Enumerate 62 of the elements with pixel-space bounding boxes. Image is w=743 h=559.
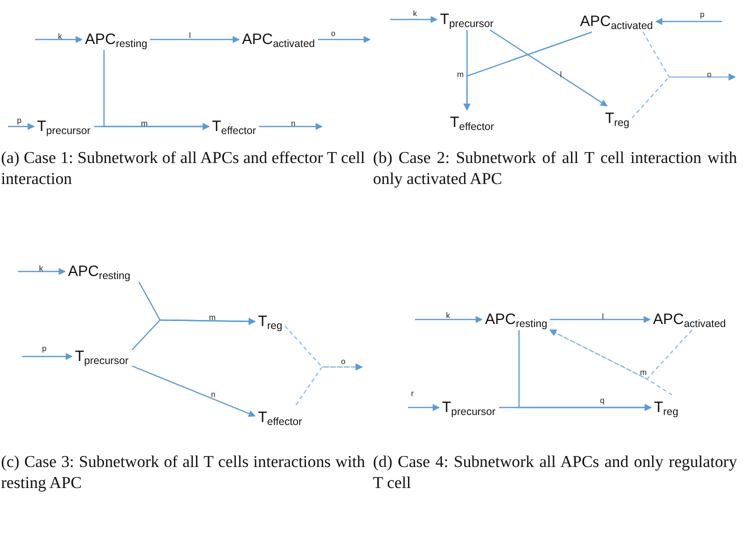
cell-type-label: APC$_{resting}$ — [485, 310, 548, 329]
edge-label: k — [58, 32, 62, 41]
arrow — [415, 316, 483, 323]
edge-label: o — [341, 357, 346, 366]
edge-label: m — [209, 313, 216, 322]
edge-label: n — [291, 119, 296, 128]
figure-caption: (c) Case 3: Subnetwork of all T cells interactions with resting APC — [1, 451, 365, 493]
arrow — [22, 353, 73, 360]
figure-caption: (a) Case 1: Subnetwork of all APCs and effector T cell interaction — [1, 147, 365, 189]
edge-label: k — [39, 264, 43, 273]
arrow — [296, 364, 363, 406]
edge-label: l — [189, 31, 191, 40]
cell-type-label: T$_{precursor}$ — [440, 10, 494, 29]
edge-label: l — [560, 70, 562, 79]
edge-label: p — [42, 344, 46, 353]
edge-label: o — [331, 29, 336, 38]
arrow — [518, 330, 652, 411]
arrow — [18, 268, 66, 275]
edge-label: p — [700, 10, 704, 19]
arrow — [632, 74, 736, 118]
cell-type-label: T$_{effector}$ — [450, 113, 494, 132]
arrow — [550, 316, 651, 323]
arrow — [103, 50, 210, 130]
cell-type-label: T$_{precursor}$ — [37, 117, 91, 136]
edge-label: m — [141, 119, 148, 128]
edge-label: q — [600, 396, 604, 405]
cell-type-label: T$_{reg}$ — [605, 109, 630, 128]
arrow — [655, 18, 722, 25]
arrow — [35, 36, 83, 43]
cell-type-label: APC$_{activated}$ — [242, 30, 315, 49]
arrow — [259, 123, 323, 130]
arrow — [318, 36, 371, 43]
cell-type-label: T$_{effector}$ — [258, 408, 302, 427]
edge-label: o — [707, 70, 712, 79]
cell-type-label: T$_{reg}$ — [258, 312, 282, 331]
arrow — [132, 365, 256, 417]
arrow — [549, 329, 672, 396]
edge-label: p — [17, 116, 22, 125]
arrow — [8, 123, 35, 130]
cell-type-label: APC$_{resting}$ — [85, 30, 148, 49]
cell-type-label: T$_{reg}$ — [654, 398, 678, 417]
cell-type-label: T$_{effector}$ — [212, 117, 256, 136]
cell-type-label: APC$_{activated}$ — [653, 310, 726, 329]
arrow — [490, 30, 608, 106]
edge-label: k — [446, 311, 450, 320]
arrow — [390, 16, 438, 23]
figure-caption: (d) Case 4: Subnetwork all APCs and only regulatory T cell — [373, 451, 737, 493]
cell-type-label: APC$_{activated}$ — [580, 12, 653, 31]
edge-label: m — [457, 70, 464, 79]
cell-type-label: APC$_{resting}$ — [68, 262, 130, 281]
cell-type-label: T$_{precursor}$ — [442, 398, 496, 417]
arrow — [464, 31, 592, 111]
arrow — [150, 36, 240, 43]
edge-label: l — [602, 312, 604, 321]
arrow — [408, 404, 440, 411]
edge-label: r — [411, 389, 414, 398]
edge-label: k — [413, 9, 417, 18]
edge-label: n — [211, 390, 216, 399]
cell-type-label: T$_{precursor}$ — [75, 347, 129, 366]
figure-caption: (b) Case 2: Subnetwork of all T cell interaction with only activated APC — [373, 147, 737, 189]
arrow — [132, 318, 256, 350]
edge-label: m — [640, 368, 647, 377]
